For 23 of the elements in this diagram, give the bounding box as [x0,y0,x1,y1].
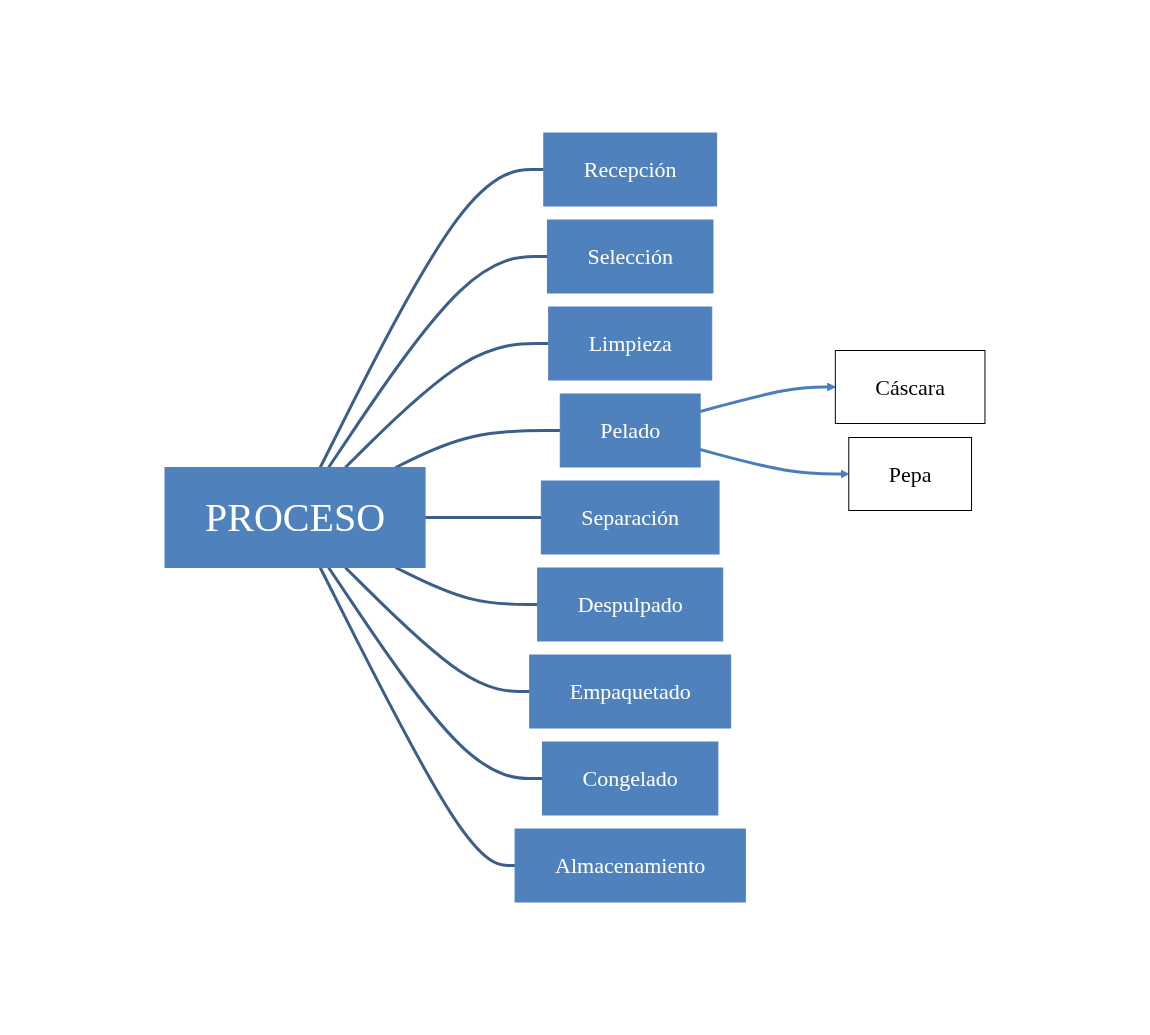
connector [327,255,548,469]
node-box: Congelado [542,741,719,816]
node-box: Cáscara [834,350,986,424]
connector [327,566,543,780]
node-box: Pepa [848,437,973,511]
node-box: Selección [546,219,714,294]
connector [344,342,549,469]
arrow [699,448,850,479]
node-box: Limpieza [548,306,713,381]
connector [318,566,516,867]
connector [394,566,538,606]
connector [344,566,530,693]
node-box: Empaquetado [529,654,732,729]
node-box: Separación [540,480,720,555]
node-box: Pelado [559,393,701,468]
connector [318,168,544,469]
node-box: Recepción [543,132,718,207]
connector [394,429,561,469]
node-box: Despulpado [537,567,724,642]
node-box: PROCESO [164,467,426,568]
node-box: Almacenamiento [514,828,746,903]
connector [425,516,542,519]
arrow [699,382,836,413]
